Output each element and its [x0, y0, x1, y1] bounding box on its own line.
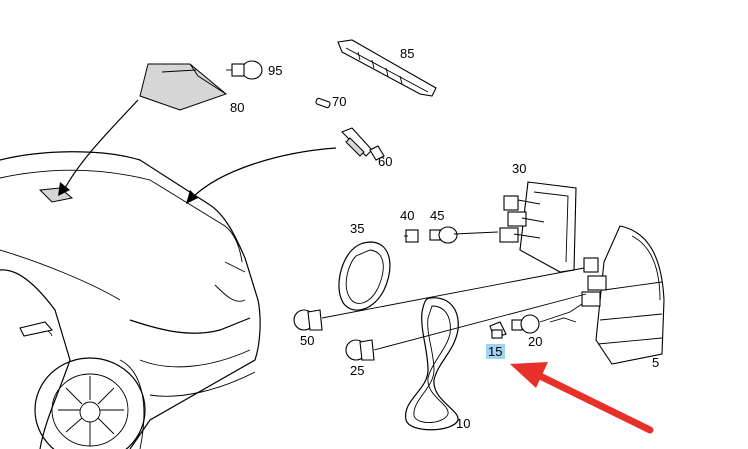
gasket-10: [405, 297, 459, 431]
cap-50: [293, 309, 323, 331]
label-85: 85: [400, 46, 414, 61]
bulb-socket-40: [404, 229, 419, 243]
red-pointer-arrow: [510, 362, 654, 434]
label-25: 25: [350, 363, 364, 378]
third-brake-light: [139, 63, 227, 111]
label-95: 95: [268, 63, 282, 78]
label-30: 30: [512, 161, 526, 176]
label-35: 35: [350, 221, 364, 236]
label-40: 40: [400, 208, 414, 223]
highlight-box-15: [486, 344, 505, 359]
gasket-35: [338, 241, 391, 311]
label-10: 10: [456, 416, 470, 431]
leader-lines: [321, 231, 587, 351]
car-body-outline: [0, 151, 261, 449]
label-15: 15: [488, 344, 502, 359]
assembly-arrows: [58, 99, 337, 204]
label-60: 60: [378, 154, 392, 169]
bulb-holder-30: [499, 181, 577, 273]
light-strip-85: [337, 39, 437, 97]
cap-25: [345, 339, 375, 361]
label-45: 45: [430, 208, 444, 223]
label-70: 70: [332, 94, 346, 109]
socket-15: [489, 321, 507, 339]
bulb-20-icon: [511, 314, 540, 334]
license-plate-lamp-60: [341, 127, 385, 161]
bulb-45-icon: [429, 226, 458, 244]
label-20: 20: [528, 334, 542, 349]
tail-light-5: [581, 225, 665, 365]
label-50: 50: [300, 333, 314, 348]
label-5: 5: [652, 355, 659, 370]
label-80: 80: [230, 100, 244, 115]
bulb-95-icon: [226, 60, 263, 80]
small-bulb-70-icon: [315, 97, 331, 109]
